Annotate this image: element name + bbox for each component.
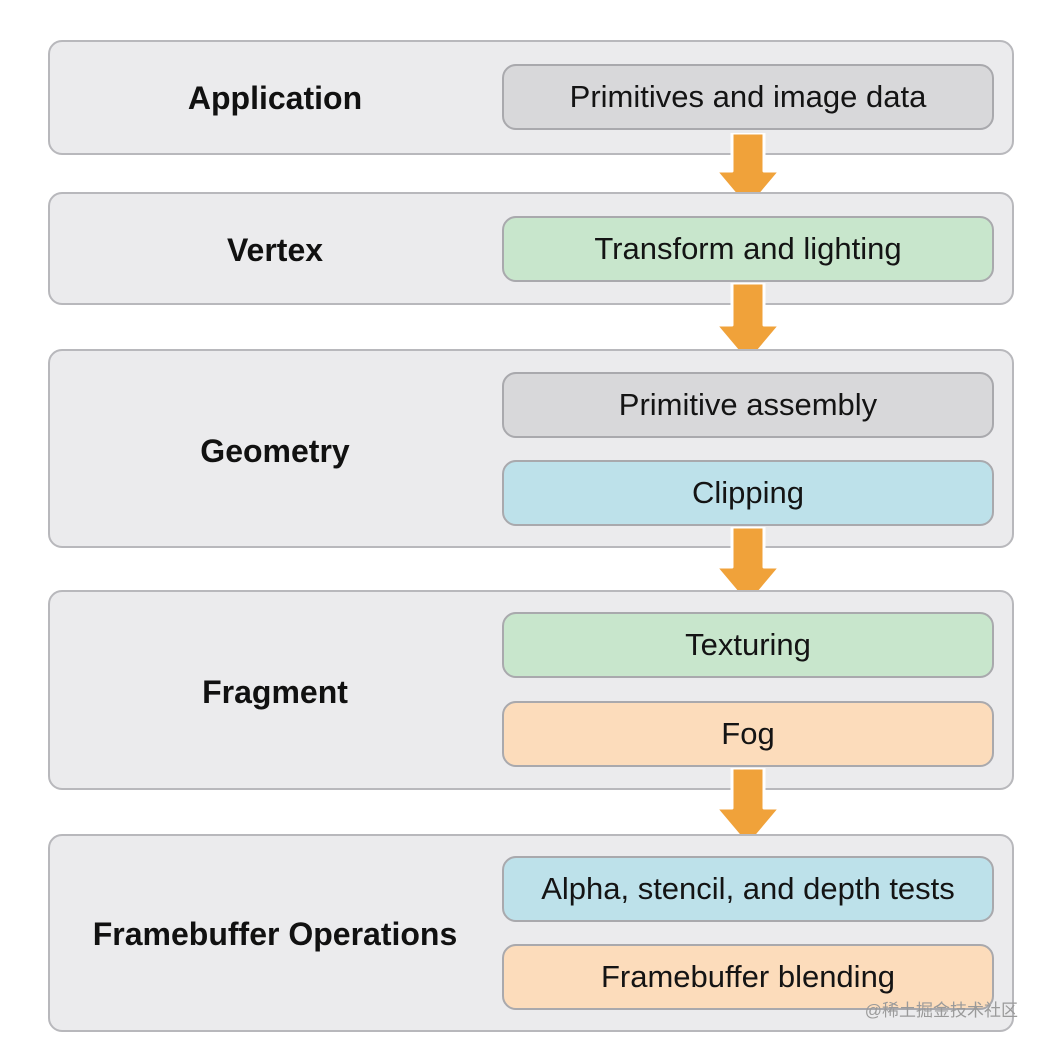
step-transform-and-lighting: Transform and lighting (502, 216, 994, 282)
stage-label: Geometry (200, 433, 350, 469)
watermark: @稀土掘金技术社区 (864, 1001, 1018, 1020)
down-arrow-icon (716, 283, 780, 363)
stage-label: Vertex (226, 232, 324, 268)
stage-label: Application (187, 80, 363, 116)
step-primitives-and-image-data: Primitives and image data (502, 64, 994, 130)
down-arrow-icon (716, 768, 780, 846)
step-clipping: Clipping (502, 460, 994, 526)
step-alpha-stencil-depth-tests: Alpha, stencil, and depth tests (502, 856, 994, 922)
down-arrow-icon (716, 133, 780, 209)
stage-label: Fragment (202, 674, 348, 710)
step-texturing: Texturing (502, 612, 994, 678)
stage-label: Framebuffer Operations (92, 916, 458, 952)
step-framebuffer-blending: Framebuffer blending (502, 944, 994, 1010)
step-primitive-assembly: Primitive assembly (502, 372, 994, 438)
down-arrow-icon (716, 527, 780, 605)
step-fog: Fog (502, 701, 994, 767)
